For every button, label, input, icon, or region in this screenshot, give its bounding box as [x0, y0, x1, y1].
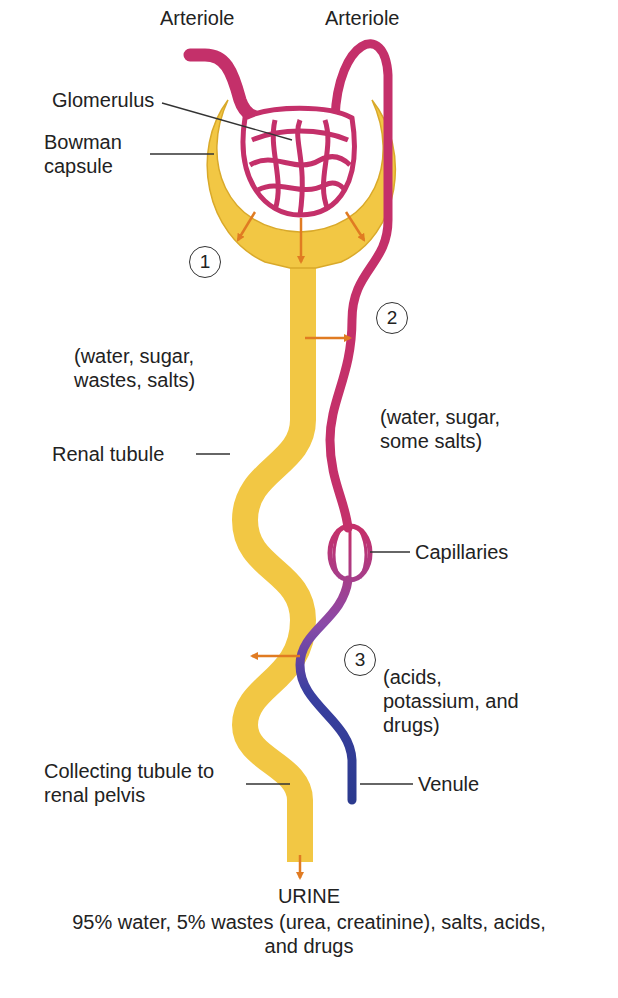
vessel-label: Arteriole — [325, 6, 399, 30]
urine-composition: 95% water, 5% wastes (urea, creatinine),… — [69, 910, 549, 958]
renal-tubule — [245, 260, 303, 862]
part-label: Capillaries — [415, 540, 508, 564]
leader-lines — [150, 103, 413, 784]
callout-circle: 1 — [189, 246, 221, 278]
urine-title: URINE — [278, 884, 340, 908]
content-note: (water, sugar, wastes, salts) — [74, 344, 234, 392]
callout-number: 2 — [387, 307, 398, 329]
callout-circle: 3 — [344, 644, 376, 676]
bowman-capsule — [207, 100, 395, 268]
callout-number: 1 — [200, 251, 211, 273]
vessel-label: Arteriole — [160, 6, 234, 30]
part-label: Bowman capsule — [44, 130, 146, 178]
afferent-arteriole — [190, 55, 262, 118]
content-note: (acids, potassium, and drugs) — [383, 665, 533, 737]
glomerulus — [243, 108, 354, 215]
content-note: (water, sugar, some salts) — [380, 405, 530, 453]
callout-circle: 2 — [376, 302, 408, 334]
part-label: Collecting tubule to renal pelvis — [44, 759, 244, 807]
part-label: Glomerulus — [52, 88, 154, 112]
part-label: Venule — [418, 772, 479, 796]
part-label: Renal tubule — [52, 442, 164, 466]
flow-arrows — [238, 212, 364, 878]
capillaries — [330, 526, 370, 580]
callout-number: 3 — [355, 649, 366, 671]
venule-vessel — [300, 580, 352, 800]
